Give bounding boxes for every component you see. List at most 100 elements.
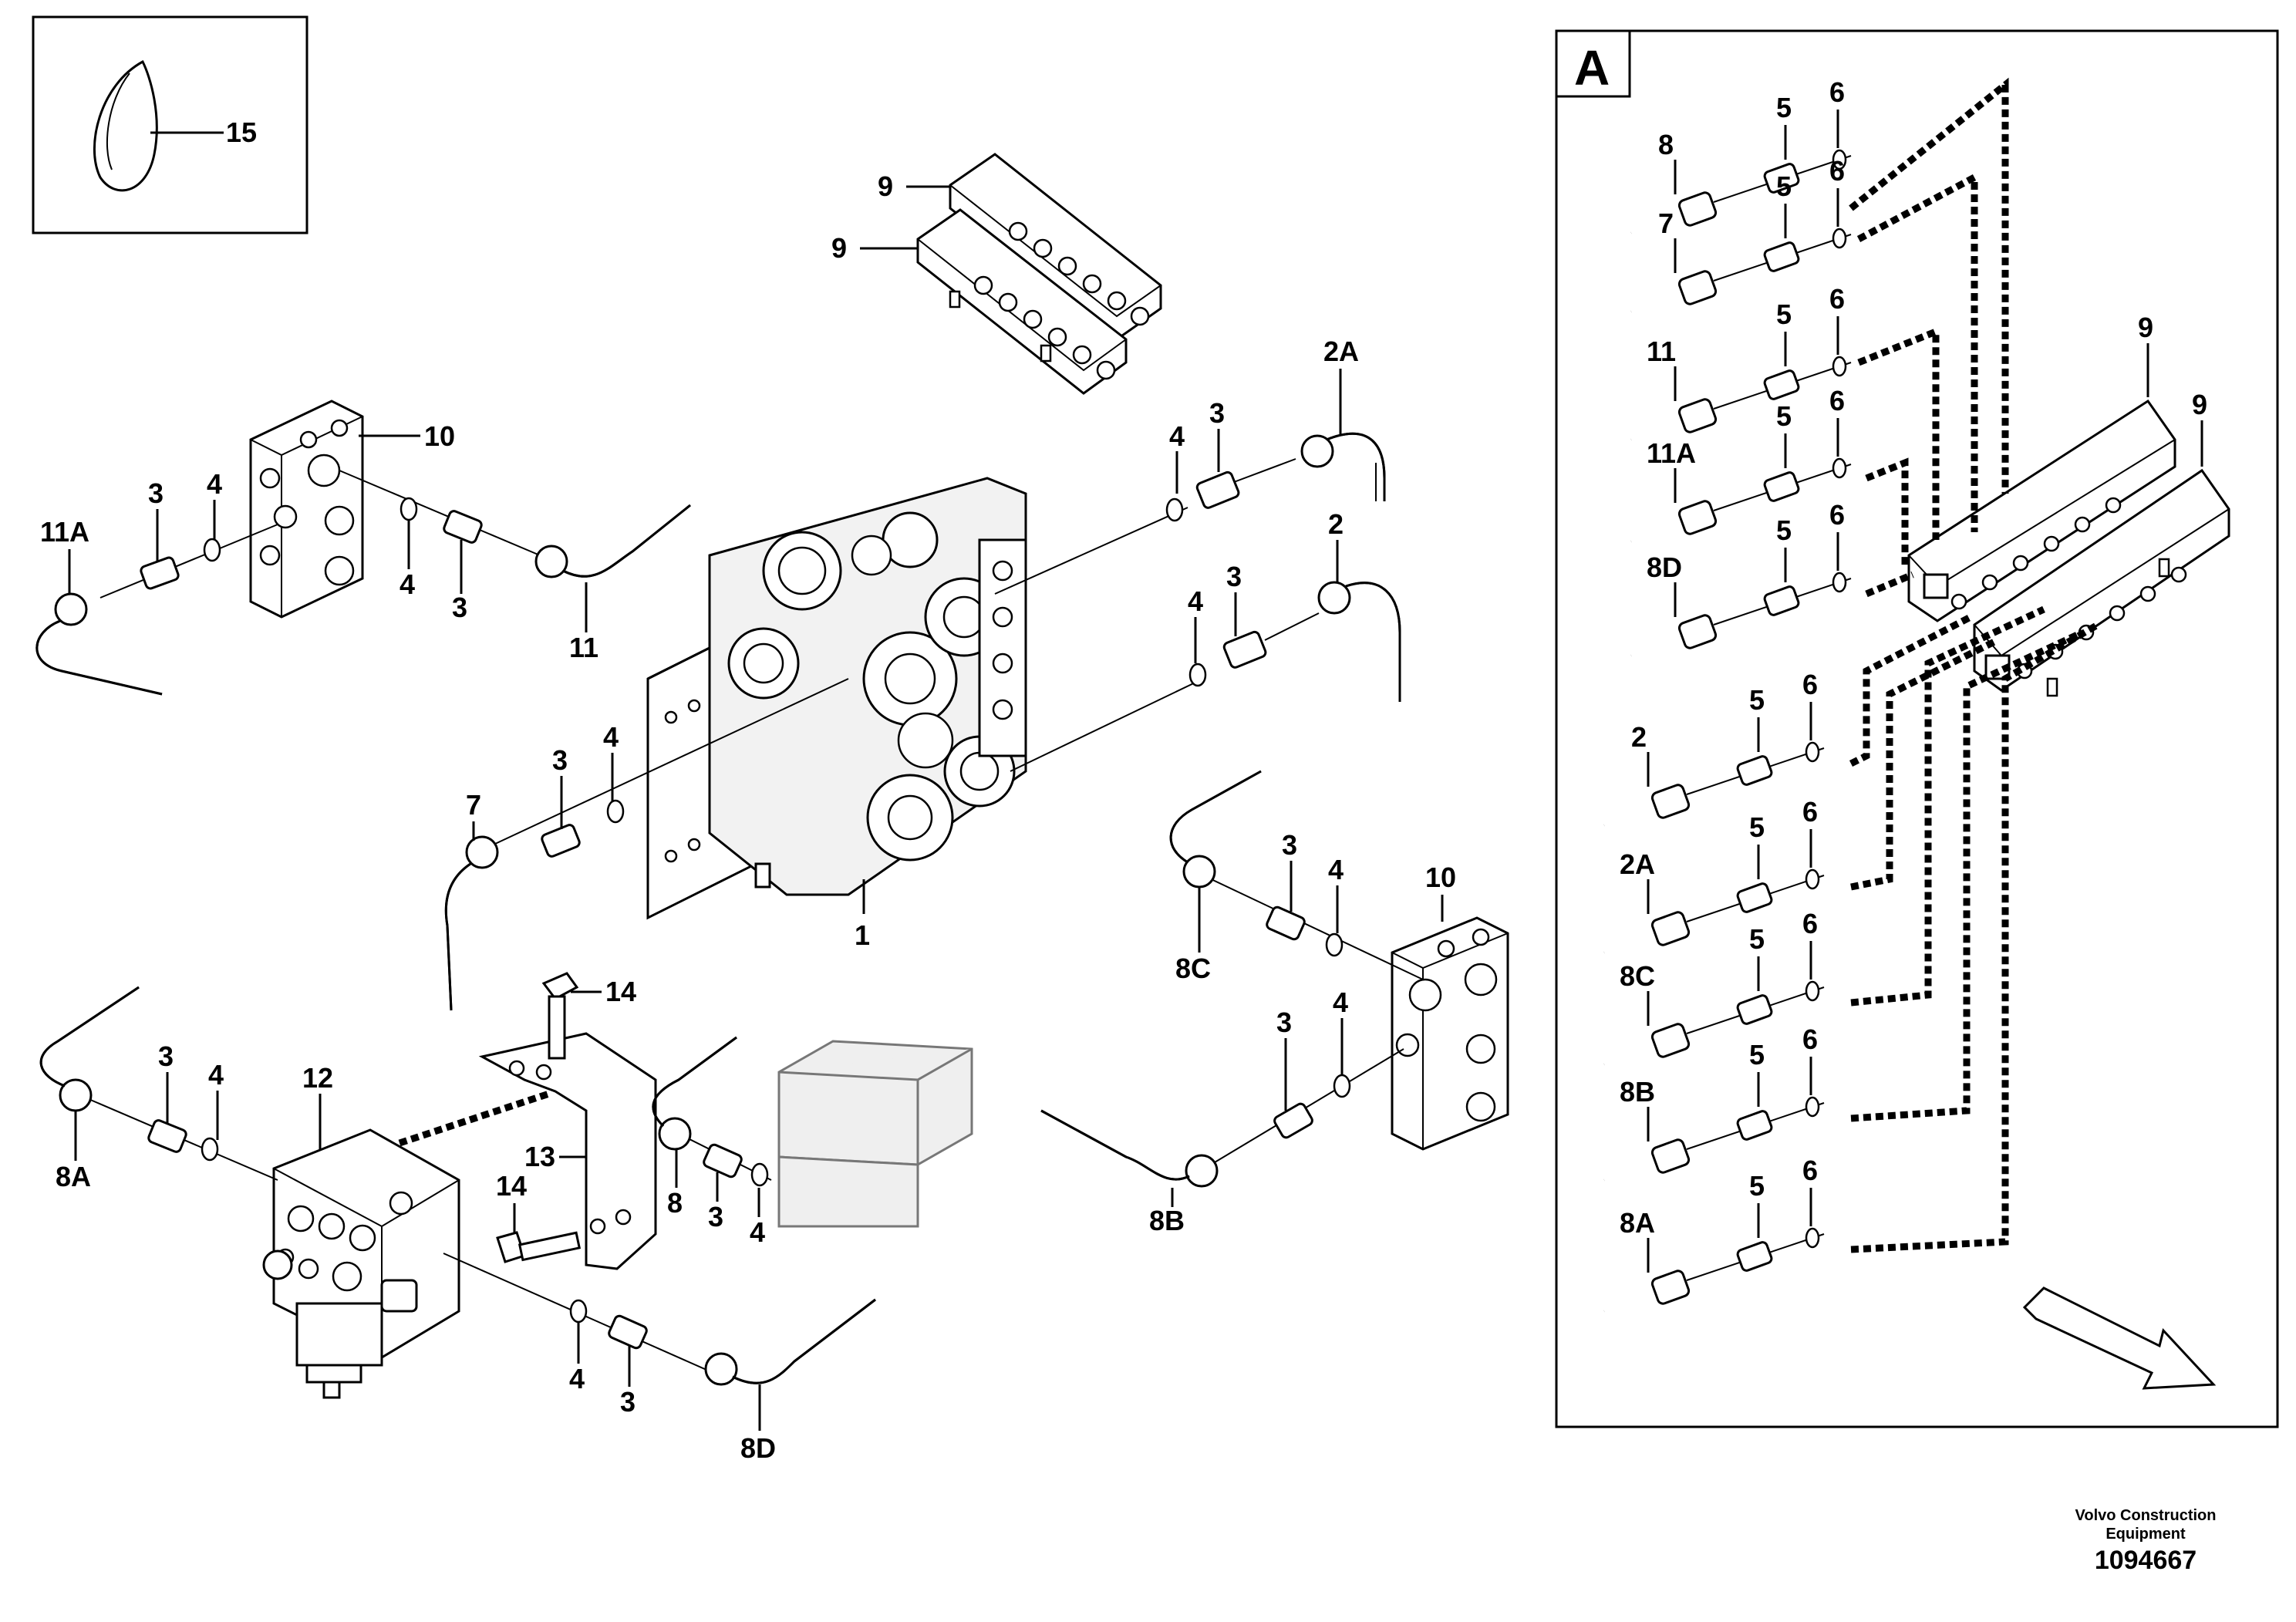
hose-11A-assembly: 11A 3 4	[35, 468, 278, 696]
callout-15: 15	[226, 116, 257, 148]
distribution-blocks-9: 9 9	[831, 153, 1162, 395]
routing-dash	[1849, 614, 1973, 767]
detail-ring-label: 6	[1829, 155, 1845, 187]
callout-9-lower: 9	[831, 232, 847, 264]
nipple-fitting	[1763, 471, 1800, 502]
detail-nipple-label: 5	[1776, 400, 1792, 432]
nipple-fitting	[1763, 241, 1800, 272]
detail-hose-label: 7	[1658, 207, 1674, 239]
callout-8: 8	[667, 1187, 683, 1219]
hose-line-inner	[1630, 634, 1687, 658]
nipple-fitting	[1763, 369, 1800, 400]
hose-nut	[1677, 398, 1718, 433]
detail-ring-label: 6	[1802, 669, 1818, 700]
hose-nut	[1677, 270, 1718, 305]
callout-3-2A: 3	[1209, 397, 1225, 429]
detail-ring-label: 6	[1829, 76, 1845, 108]
hose-line-inner	[1630, 290, 1687, 314]
callout-3-8A: 3	[158, 1040, 174, 1072]
o-ring	[1805, 980, 1820, 1002]
bracket-13: 13	[478, 1032, 657, 1270]
hose-2-assembly: 4 3 2	[1010, 508, 1401, 772]
hose-7-assembly: 7 3 4	[444, 678, 849, 1011]
callout-7: 7	[466, 789, 481, 821]
detail-hose-label: 11A	[1647, 437, 1696, 469]
hose-2A-assembly: 4 3 2A	[994, 336, 1386, 595]
hose-nut	[1650, 911, 1691, 946]
detail-hose-label: 8A	[1620, 1207, 1655, 1239]
o-ring	[1832, 356, 1847, 377]
callout-3-8: 3	[708, 1201, 723, 1233]
callout-9-upper: 9	[878, 170, 893, 202]
o-ring	[1805, 1096, 1820, 1118]
hose-line-inner	[1630, 211, 1687, 235]
block-10-upper: 10	[249, 400, 455, 619]
detail-nipple-label: 5	[1776, 298, 1792, 330]
detail-ring-label: 6	[1829, 385, 1845, 416]
hose-nut	[1650, 1270, 1691, 1305]
callout-8B: 8B	[1149, 1205, 1185, 1236]
nipple-fitting	[1763, 585, 1800, 616]
callout-4-11: 4	[400, 568, 415, 600]
callout-8D: 8D	[740, 1432, 776, 1464]
detail-ring-label: 6	[1829, 283, 1845, 315]
callout-4-11A: 4	[207, 468, 222, 500]
hose-line-inner	[1603, 1158, 1660, 1182]
nipple-fitting	[1763, 163, 1800, 194]
callout-3-2: 3	[1226, 561, 1242, 592]
o-ring	[1832, 149, 1847, 170]
inset-cable-tie: 15	[32, 15, 308, 234]
callout-4-8B: 4	[1333, 986, 1348, 1018]
callout-2A: 2A	[1323, 336, 1359, 367]
o-ring	[1805, 741, 1820, 763]
callout-11A: 11A	[40, 516, 89, 548]
detail-ring-label: 6	[1802, 796, 1818, 828]
assembly-link-bracket	[398, 1090, 551, 1147]
routing-dash	[1850, 636, 2000, 891]
detail-ring-label: 6	[1802, 908, 1818, 939]
detail-hose-label: 8C	[1620, 960, 1655, 992]
hose-8B-assembly: 3 4 8B	[1040, 986, 1404, 1236]
callout-4-8C: 4	[1328, 854, 1344, 885]
detail-badge: A	[1574, 40, 1610, 96]
detail-nipple-label: 5	[1749, 1170, 1765, 1202]
hose-nut	[1677, 191, 1718, 227]
nipple-fitting	[1736, 994, 1773, 1025]
detail-ring-label: 6	[1802, 1023, 1818, 1055]
hose-nut	[1677, 614, 1718, 649]
callout-4-7: 4	[603, 721, 619, 753]
block-9-ports	[949, 221, 1150, 380]
o-ring	[1805, 1227, 1820, 1249]
callout-3-11: 3	[452, 592, 467, 623]
routing-dash	[1850, 605, 2045, 1007]
drawing-number: 1094667	[2094, 1546, 2197, 1575]
o-ring	[1832, 572, 1847, 593]
hose-nut	[1650, 1138, 1691, 1174]
callout-3-8D: 3	[620, 1386, 636, 1418]
hose-8A-assembly: 3 4 8A	[39, 986, 278, 1192]
screw-14-upper: 14	[541, 972, 636, 1060]
callout-3-7: 3	[552, 744, 568, 776]
hose-11-assembly: 4 3 11	[339, 470, 691, 663]
callout-4-2: 4	[1188, 585, 1203, 617]
callout-10-right: 10	[1425, 862, 1456, 893]
company-name-line2: Equipment	[2106, 1526, 2186, 1543]
routing-dash	[1865, 571, 1914, 598]
callout-4-2A: 4	[1169, 420, 1185, 452]
routing-dash	[1850, 629, 2084, 1122]
detail-row: 11A 5 6	[1630, 385, 1909, 567]
o-ring	[1805, 868, 1820, 890]
callout-14-upper: 14	[605, 976, 636, 1007]
nipple-fitting	[1736, 882, 1773, 913]
callout-13: 13	[524, 1141, 555, 1172]
detail-hose-label: 2	[1631, 721, 1647, 753]
routing-dash	[1865, 457, 1909, 567]
routing-dash	[1850, 622, 2100, 1253]
hose-nut	[1650, 1023, 1691, 1058]
